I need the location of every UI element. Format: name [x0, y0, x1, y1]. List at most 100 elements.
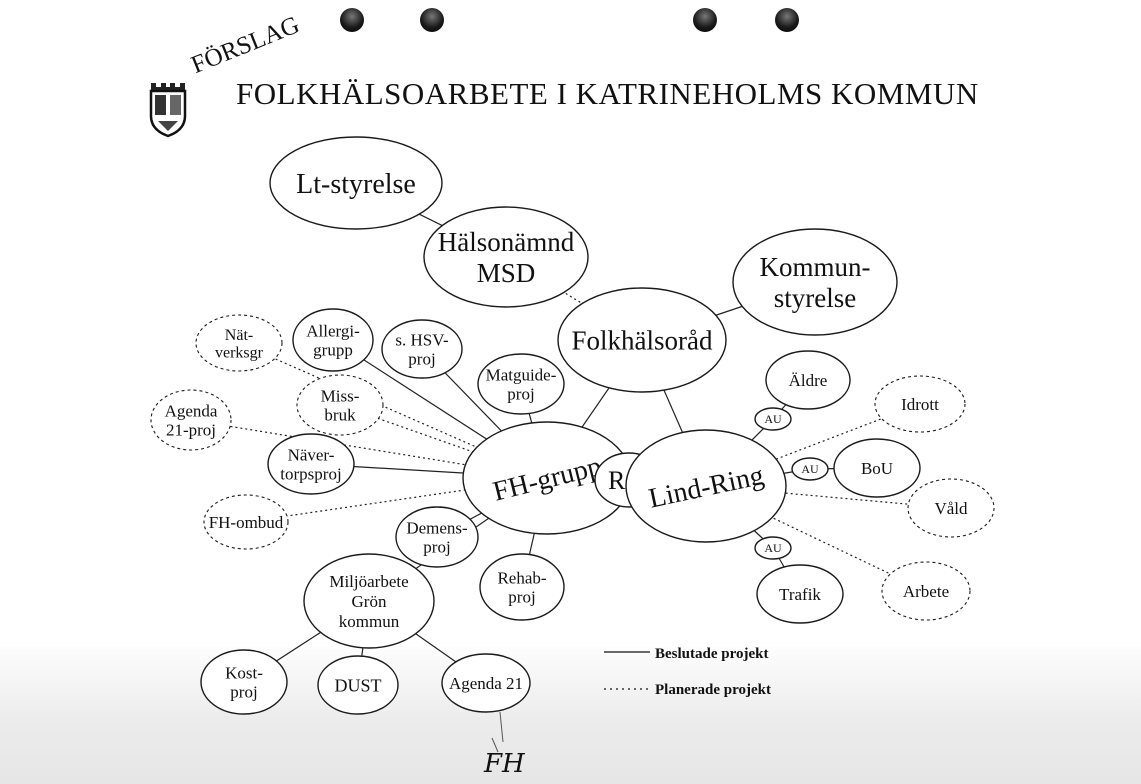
node-demensproj: Demens-proj — [395, 506, 479, 568]
node-ellipse — [395, 506, 479, 568]
node-ellipse — [754, 407, 792, 431]
node-label: Miljöarbete — [329, 572, 408, 591]
node-label: Lt-styrelse — [296, 169, 416, 200]
node-ellipse — [833, 438, 921, 498]
node-ellipse — [441, 653, 531, 713]
node-label: bruk — [324, 405, 356, 424]
node-ellipse — [881, 561, 971, 621]
node-ellipse — [296, 374, 384, 436]
node-label: kommun — [339, 612, 400, 631]
node-ellipse — [791, 457, 829, 481]
node-au-aldre: AU — [754, 407, 792, 431]
node-ellipse — [381, 319, 463, 379]
node-label: AU — [801, 462, 819, 476]
node-label: Kost- — [225, 664, 263, 683]
node-label: Näver- — [288, 446, 335, 465]
node-missbruk: Miss-bruk — [296, 374, 384, 436]
page-title: FOLKHÄLSOARBETE I KATRINEHOLMS KOMMUN — [236, 76, 979, 111]
node-folkhalsorad: Folkhälsoråd — [557, 287, 727, 393]
node-label: grupp — [313, 340, 353, 359]
node-ellipse — [907, 478, 995, 538]
node-ellipse — [267, 433, 355, 495]
node-ellipse — [765, 350, 851, 410]
node-ellipse — [477, 353, 565, 415]
node-matguide: Matguide-proj — [477, 353, 565, 415]
connector-fh-ombud-to-fh-grupp — [245, 477, 548, 523]
node-navertorpsproj: Näver-torpsproj — [267, 433, 355, 495]
node-fh-ombud: FH-ombud — [203, 494, 289, 550]
signature-initials: FH — [483, 749, 526, 779]
node-label: Trafik — [779, 585, 821, 604]
node-label: Folkhälsoråd — [572, 325, 713, 355]
node-label: torpsproj — [280, 464, 341, 483]
node-arbete: Arbete — [881, 561, 971, 621]
node-vald: Våld — [907, 478, 995, 538]
node-agenda21: Agenda 21 — [441, 653, 531, 713]
handwritten-signature: FH — [483, 711, 526, 779]
node-label: s. HSV- — [395, 331, 449, 350]
node-kostproj: Kost-proj — [200, 649, 288, 715]
node-natverksgr: Nät-verksgr — [195, 314, 283, 372]
node-ellipse — [150, 389, 232, 451]
node-au-trafik: AU — [754, 536, 792, 560]
node-ellipse — [303, 553, 435, 649]
node-ellipse — [200, 649, 288, 715]
node-lt-styrelse: Lt-styrelse — [269, 136, 443, 230]
node-label: styrelse — [774, 283, 856, 313]
node-dust: DUST — [317, 655, 399, 715]
node-label: Hälsonämnd — [438, 227, 575, 257]
node-label: Demens- — [406, 519, 468, 538]
node-ellipse — [423, 206, 589, 308]
node-trafik: Trafik — [756, 564, 844, 624]
node-label: Grön — [352, 592, 387, 611]
node-label: Miss- — [321, 387, 360, 406]
node-label: Agenda 21 — [449, 674, 523, 693]
node-label: Nät- — [225, 327, 253, 344]
node-label: proj — [507, 384, 534, 403]
node-hsv-proj: s. HSV-proj — [381, 319, 463, 379]
node-allergigrupp: Allergi-grupp — [292, 308, 374, 372]
legend-planned-label: Planerade projekt — [655, 682, 771, 698]
node-ellipse — [557, 287, 727, 393]
node-label: Kommun- — [760, 252, 871, 282]
node-ellipse — [203, 494, 289, 550]
node-au-bou: AU — [791, 457, 829, 481]
node-ellipse — [195, 314, 283, 372]
node-label: Äldre — [789, 371, 828, 390]
node-label: FH-ombud — [209, 513, 284, 532]
node-bou: BoU — [833, 438, 921, 498]
binder-hole — [420, 8, 444, 32]
node-label: Idrott — [901, 395, 939, 414]
node-label: proj — [423, 537, 450, 556]
legend-decided-label: Beslutade projekt — [655, 646, 768, 662]
diagram-legend: Beslutade projekt Planerade projekt — [604, 646, 771, 698]
node-fh-grupp: FH-grupp — [462, 421, 632, 535]
node-label: AU — [764, 412, 782, 426]
node-label: proj — [230, 682, 257, 701]
node-kommunstyrelse: Kommun-styrelse — [732, 228, 898, 336]
node-aldre: Äldre — [765, 350, 851, 410]
node-label: Rehab- — [497, 569, 546, 588]
node-ellipse — [754, 536, 792, 560]
node-label: AU — [764, 541, 782, 555]
node-label: 21-proj — [166, 420, 216, 439]
node-label: Arbete — [903, 582, 949, 601]
node-ellipse — [479, 553, 565, 621]
node-label: BoU — [861, 459, 893, 478]
node-label: DUST — [334, 675, 381, 695]
node-lind-ring: Lind-Ring — [625, 429, 787, 543]
node-ellipse — [317, 655, 399, 715]
node-ellipse — [874, 375, 966, 433]
node-ellipse — [625, 429, 787, 543]
node-label: Matguide- — [486, 366, 557, 385]
node-ellipse — [732, 228, 898, 336]
binder-hole — [693, 8, 717, 32]
node-label: Agenda — [165, 402, 218, 421]
node-ellipse — [756, 564, 844, 624]
node-label: verksgr — [215, 344, 264, 361]
node-rehabproj: Rehab-proj — [479, 553, 565, 621]
